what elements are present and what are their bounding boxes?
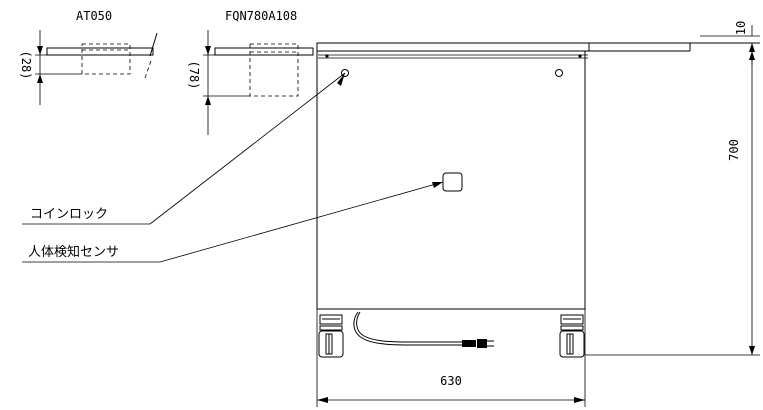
detail-at050-hidden-basin <box>81 43 131 75</box>
detail-at050: AT050 (28) <box>19 9 158 105</box>
power-plug <box>462 340 476 347</box>
coin-lock-hole <box>341 69 349 77</box>
detail-fqn-plate <box>214 47 314 56</box>
right-caster <box>559 314 585 358</box>
callout-coin-lock-label: コインロック <box>30 207 108 222</box>
detail-fqn-dim-label: (78) <box>187 61 201 90</box>
detail-fqn-title: FQN780A108 <box>225 9 297 23</box>
cabinet-body <box>316 50 586 310</box>
detail-at050-plate <box>46 47 154 56</box>
detail-at050-dim-label: (28) <box>19 51 33 80</box>
countertop <box>316 42 590 52</box>
detail-at050-break-top <box>149 32 158 57</box>
callout-human-sensor: 人体検知センサ <box>22 181 444 263</box>
detail-at050-break-bottom <box>144 57 153 79</box>
coin-lock-hole-right <box>555 69 563 77</box>
dimension-width-630: 630 <box>316 309 586 407</box>
detail-fqn780a108: FQN780A108 (78) <box>187 9 314 135</box>
cabinet-front-view <box>316 42 760 358</box>
detail-fqn-hidden-basin <box>249 43 299 97</box>
detail-at050-title: AT050 <box>76 9 112 23</box>
human-sensor-box <box>442 172 463 192</box>
power-cord <box>353 311 462 346</box>
dim-width-label: 630 <box>440 374 462 388</box>
dim-height-label: 700 <box>727 139 741 161</box>
left-caster <box>318 314 344 358</box>
callout-human-sensor-label: 人体検知センサ <box>28 244 119 260</box>
callout-coin-lock: コインロック <box>22 72 346 225</box>
dimension-height-700: 700 <box>585 51 760 356</box>
dim-top-label: 10 <box>734 21 748 35</box>
